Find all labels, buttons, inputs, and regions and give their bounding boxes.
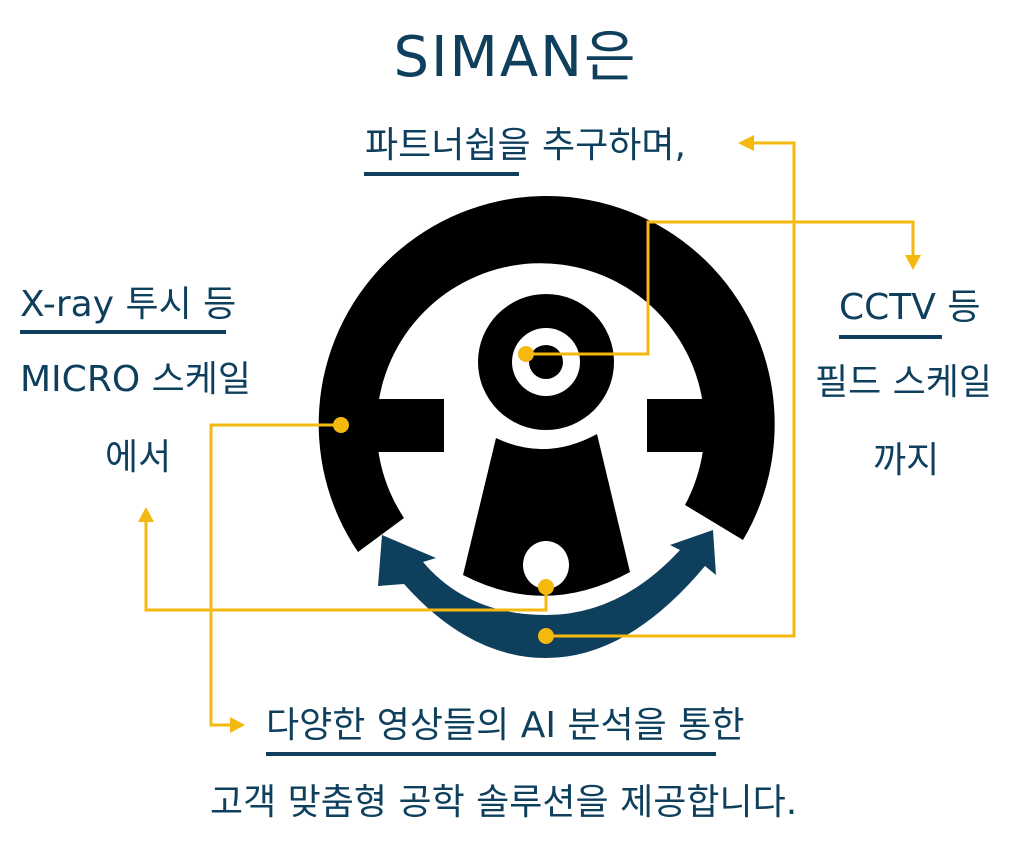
connector-hole-to-left bbox=[144, 520, 548, 612]
double-arrow-arc-icon bbox=[378, 530, 716, 658]
connector-ring-to-bottom bbox=[209, 423, 341, 727]
right-label-line3: 까지 bbox=[873, 440, 940, 481]
logo-left-bar bbox=[376, 399, 444, 452]
arrowhead-up bbox=[138, 507, 154, 522]
left-label-underlined: X-ray 투시 bbox=[20, 284, 192, 325]
connector-arrowheads bbox=[138, 135, 921, 733]
bottom-text-underlined: 다양한 영상들의 AI 분석 bbox=[266, 705, 634, 746]
logo-right-bar bbox=[647, 399, 717, 452]
connector-lines bbox=[144, 141, 915, 727]
left-label-rest: 등 bbox=[191, 284, 237, 325]
connector-dots bbox=[333, 346, 554, 644]
dot-arc bbox=[538, 628, 554, 644]
subtitle-rest: 을 추구하며, bbox=[497, 125, 686, 166]
bottom-text-line2: 고객 맞춤형 공학 솔루션을 제공합니다. bbox=[210, 782, 798, 823]
logo-outer-ring bbox=[318, 196, 775, 552]
logo-eye-pupil bbox=[529, 345, 563, 379]
right-label-underline bbox=[839, 335, 942, 339]
arrowhead-right bbox=[230, 717, 245, 733]
bottom-text-underline bbox=[266, 752, 716, 756]
dot-hole bbox=[538, 579, 554, 595]
left-label-line1: X-ray 투시 등 bbox=[20, 287, 236, 323]
logo-body bbox=[463, 434, 630, 596]
subtitle-underlined: 파트너쉽 bbox=[365, 125, 498, 166]
right-label-rest: 등 bbox=[935, 287, 981, 328]
subtitle-underline bbox=[364, 172, 519, 176]
connector-eye-to-cctv bbox=[526, 220, 915, 356]
bottom-text-line1: 다양한 영상들의 AI 분석을 통한 bbox=[266, 708, 744, 744]
page-title: SIMAN은 bbox=[393, 25, 638, 90]
arrowhead-down bbox=[905, 255, 921, 270]
dot-ring bbox=[333, 417, 349, 433]
right-label-line2: 필드 스케일 bbox=[815, 362, 993, 403]
left-label-underline bbox=[20, 330, 226, 334]
dot-eye bbox=[518, 346, 534, 362]
subtitle: 파트너쉽을 추구하며, bbox=[365, 128, 686, 164]
left-label-line3: 에서 bbox=[105, 437, 172, 478]
arrowhead-left bbox=[738, 135, 754, 151]
connector-arc-to-subtitle bbox=[546, 141, 796, 638]
siman-logo-icon bbox=[318, 196, 775, 596]
logo-hole bbox=[523, 541, 569, 589]
right-label-underlined: CCTV bbox=[839, 287, 936, 328]
right-label-line1: CCTV 등 bbox=[839, 290, 980, 326]
left-label-line2: MICRO 스케일 bbox=[20, 359, 251, 400]
bottom-text-rest: 을 통한 bbox=[633, 705, 745, 746]
